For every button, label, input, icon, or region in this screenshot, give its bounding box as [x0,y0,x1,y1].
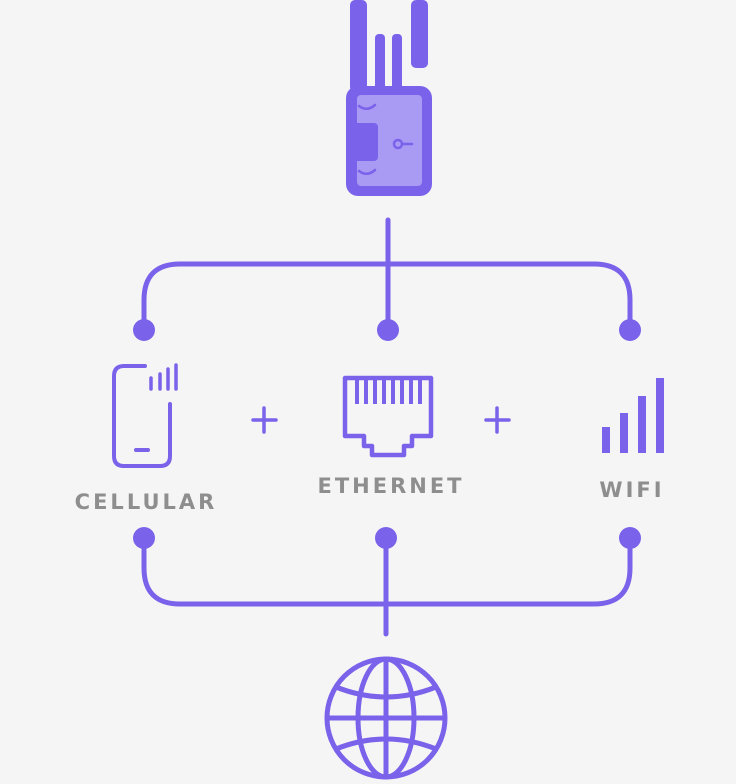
connector-dot [133,319,155,341]
connector-line-top [141,217,633,333]
phone-signal-icon [112,363,178,468]
ethernet-port-icon [342,375,434,458]
cellular-label: CELLULAR [74,490,218,514]
connector-line-bottom [141,535,633,637]
signal-bars-icon [602,378,664,453]
connector-dot [377,319,399,341]
globe-icon [324,656,448,780]
ethernet-label: ETHERNET [317,474,465,498]
connector-dot [133,527,155,549]
wifi-label: WIFI [599,478,665,502]
connector-dot [619,527,641,549]
connector-dot [375,527,397,549]
connector-dot [619,319,641,341]
plus-icon [484,406,511,434]
router-icon [346,0,432,196]
plus-icon [251,406,278,434]
